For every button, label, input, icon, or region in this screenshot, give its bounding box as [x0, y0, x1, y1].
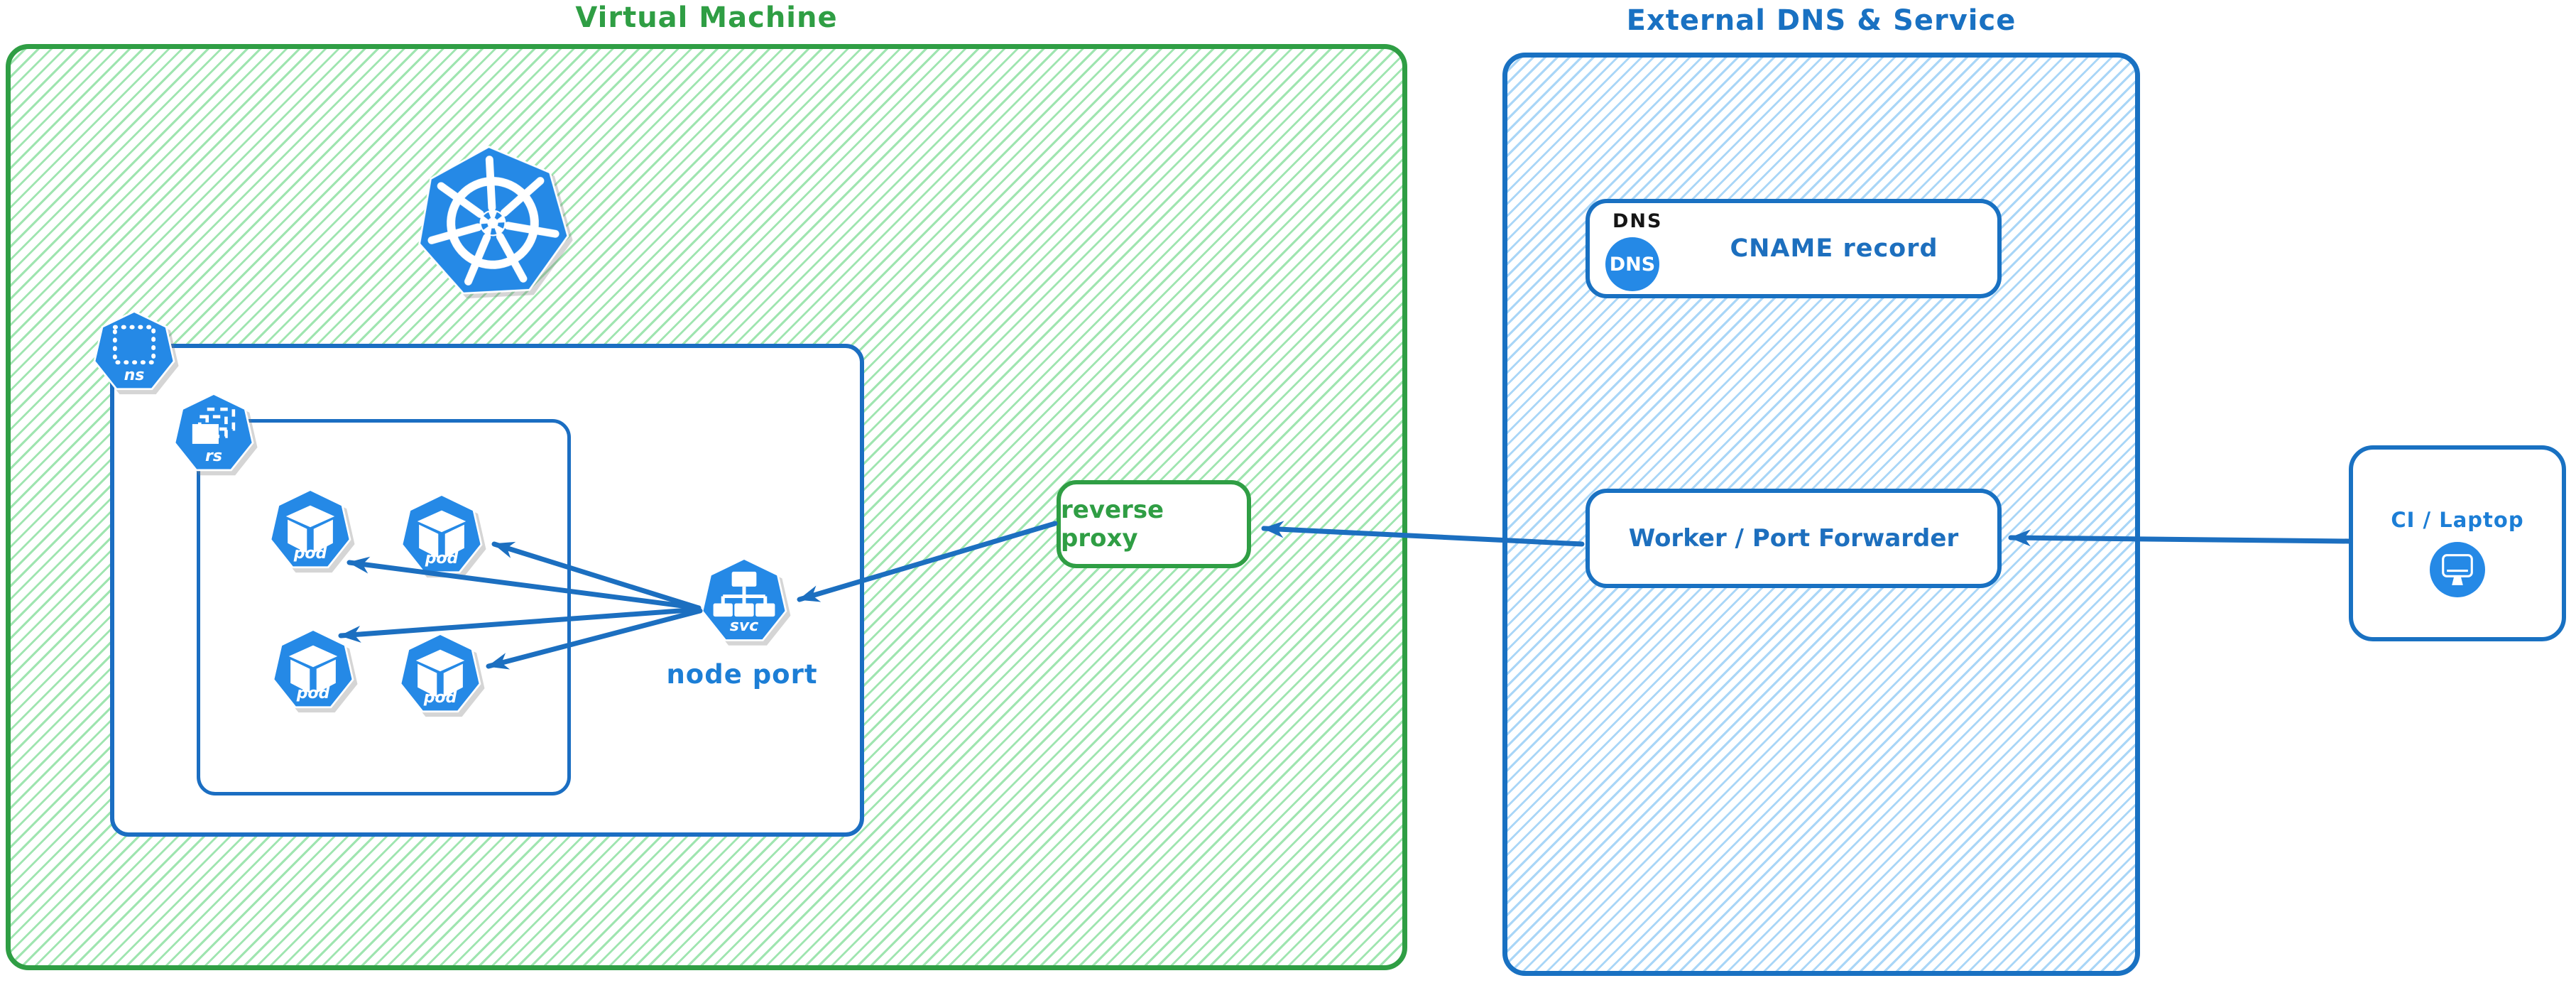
- worker-label: Worker / Port Forwarder: [1628, 524, 1959, 553]
- dns-header-label: DNS: [1612, 210, 1663, 232]
- pod-icon: pod: [268, 489, 352, 572]
- namespace-icon: ns: [92, 310, 176, 394]
- cube-glyph: [285, 505, 335, 553]
- worker-port-forwarder-box: Worker / Port Forwarder: [1586, 489, 2002, 588]
- pod-icon-label: pod: [296, 684, 330, 702]
- service-icon: svc: [700, 558, 788, 646]
- replicaset-icon: rs: [173, 393, 255, 475]
- monitor-icon: [2430, 542, 2485, 597]
- reverse-proxy-box: reverse proxy: [1057, 480, 1251, 568]
- dotted-square-glyph: [112, 325, 156, 365]
- heptagon-fill: [401, 635, 479, 711]
- stacked-rects-glyph: [192, 407, 236, 444]
- cname-record-label: CNAME record: [1730, 234, 1938, 263]
- cname-record-box: DNS DNS CNAME record: [1586, 199, 2002, 298]
- kubernetes-logo-icon: [411, 141, 574, 304]
- pod-icon-label: pod: [293, 544, 327, 563]
- reverse-proxy-label: reverse proxy: [1061, 496, 1164, 553]
- pod-icon-label: pod: [425, 549, 459, 567]
- helm-wheel-glyph: [427, 156, 560, 286]
- namespace-icon-label: ns: [124, 366, 145, 384]
- service-icon-label: svc: [729, 617, 759, 636]
- cube-glyph: [415, 649, 465, 697]
- heptagon-fill: [95, 313, 173, 389]
- cube-glyph: [288, 645, 338, 693]
- tree-glyph: [713, 571, 775, 617]
- node-port-label: node port: [666, 659, 818, 690]
- external-panel-title: External DNS & Service: [1626, 4, 2016, 37]
- dns-icon: DNS: [1605, 237, 1659, 291]
- monitor-glyph: [2442, 554, 2473, 585]
- pod-icon-label: pod: [423, 688, 457, 707]
- pod-icon: pod: [400, 494, 484, 577]
- ci-laptop-box: CI / Laptop: [2349, 445, 2566, 641]
- heptagon-fill: [271, 491, 349, 567]
- replicaset-icon-label: rs: [205, 447, 222, 466]
- pod-icon: pod: [398, 633, 482, 717]
- vm-panel-title: Virtual Machine: [575, 1, 838, 34]
- pod-icon: pod: [271, 629, 355, 712]
- dns-icon-label: DNS: [1609, 253, 1656, 276]
- heptagon-fill: [403, 496, 481, 572]
- replicaset-box: [197, 419, 571, 795]
- heptagon-fill: [274, 631, 352, 707]
- ci-laptop-label: CI / Laptop: [2391, 508, 2524, 532]
- cube-glyph: [417, 510, 466, 558]
